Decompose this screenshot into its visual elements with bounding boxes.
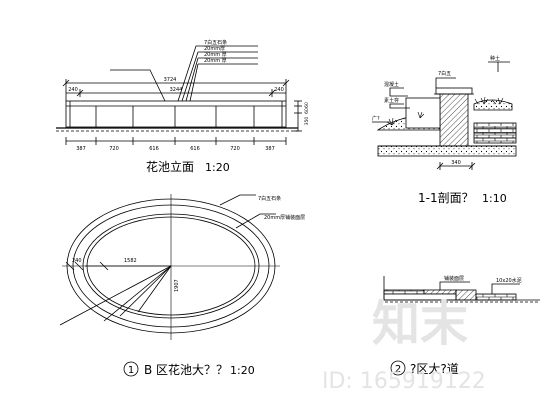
detail-marker: 2: [395, 364, 401, 375]
elevation-left-dim: 240: [68, 87, 78, 93]
plan-caption: 1 B 区花池大？？ 1:20: [123, 361, 255, 377]
elevation-bottom-dim: 616: [190, 146, 200, 152]
elevation-view: [56, 45, 302, 145]
detail-title: ?区大?道: [410, 362, 459, 376]
plan-marker: 1: [128, 365, 134, 376]
elevation-bottom-dim: 616: [149, 146, 159, 152]
plan-view: [59, 194, 280, 340]
elevation-height-dim: 60: [304, 102, 310, 108]
elevation-bottom-dim: 387: [265, 146, 275, 152]
section-width-dim: 340: [451, 160, 461, 166]
plan-leader-label: 20mm厚铺装面层: [264, 214, 305, 221]
detail-texts: 铺装面层 10x20水泥: [444, 275, 522, 284]
section-scale: 1:10: [482, 192, 507, 205]
plan-radial-dim: 1907: [174, 279, 180, 292]
detail-leader-label: 10x20水泥: [496, 277, 522, 284]
planter-body: [65, 100, 287, 128]
plan-leader-label: 7白五石条: [258, 195, 281, 202]
detail-leader-label: 铺装面层: [444, 275, 464, 282]
elevation-leader-label: 7白五石条: [204, 39, 227, 46]
elevation-leader-label: 20mm厚: [204, 46, 225, 52]
section-texts: 7白五 混凝土 素土夯 广? 种土 340 1-1剖面？ 1:10: [372, 55, 507, 205]
watermark-id: ID: 165919122: [322, 369, 486, 394]
elevation-leader-label: 20mm 厚: [204, 52, 227, 58]
section-title: 1-1剖面？: [418, 191, 474, 205]
elevation-bottom-dim: 387: [76, 146, 86, 152]
plan-radial-dim: 1582: [124, 258, 137, 264]
plan-texts: 7白五石条 20mm厚铺装面层 240 1582 1907: [72, 195, 305, 292]
elevation-title: 花池立面: [146, 159, 194, 174]
plan-marker-circle: [123, 361, 139, 377]
elevation-bottom-dim: 720: [230, 146, 240, 152]
elevation-height-dim: 60: [304, 108, 310, 114]
elevation-inner-dim: 3244: [170, 87, 183, 93]
section-label: 素土夯: [384, 97, 399, 104]
section-label: 7白五: [438, 70, 451, 77]
section-wall: [439, 91, 469, 147]
watermark: 知末 ID: 165919122: [322, 296, 486, 394]
elevation-texts: 7白五石条 20mm厚 20mm 厚 20mm 厚 3724 3244 240 …: [68, 39, 310, 174]
section-base: [377, 145, 517, 157]
section-view: [372, 61, 517, 170]
detail-marker-circle: [390, 360, 406, 376]
elevation-overall-dim: 3724: [164, 77, 177, 83]
plan-title: B 区花池大？？: [144, 362, 228, 377]
plan-scale: 1:20: [230, 364, 255, 377]
elevation-right-dim: 240: [274, 87, 284, 93]
detail-caption: 2 ?区大?道: [390, 360, 459, 376]
detail-view: [380, 276, 540, 303]
elevation-bottom-dim: 720: [109, 146, 119, 152]
elevation-height-dim: 350: [304, 117, 310, 126]
elevation-leader-label: 20mm 厚: [204, 58, 227, 64]
section-label: 广?: [372, 115, 380, 122]
section-label: 种土: [490, 55, 500, 62]
section-label: 混凝土: [384, 81, 399, 88]
elevation-scale: 1:20: [205, 161, 230, 174]
watermark-logo: 知末: [372, 296, 468, 352]
plan-radial-dim: 240: [72, 258, 82, 264]
